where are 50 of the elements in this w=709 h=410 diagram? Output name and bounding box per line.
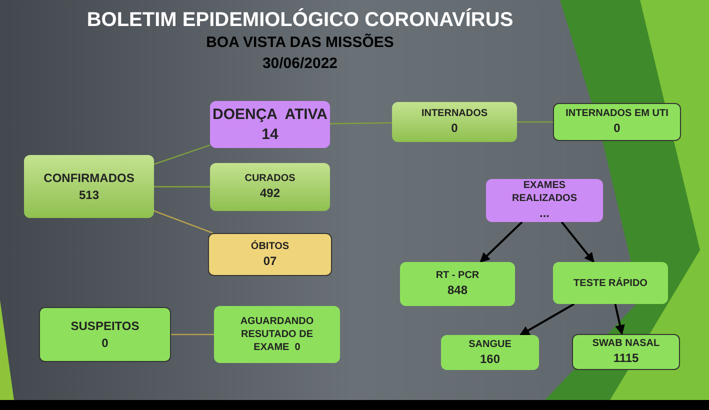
stat-value: 513: [78, 186, 100, 204]
stat-label: TESTE RÁPIDO: [574, 276, 648, 290]
connector-line: [154, 210, 213, 234]
stat-label: SWAB NASAL: [592, 337, 660, 350]
connector-line: [171, 334, 214, 336]
stat-box: [208, 233, 332, 276]
connector-line: [517, 121, 553, 123]
stat-label: INTERNADOS: [421, 107, 488, 120]
stat-box: [210, 163, 330, 211]
arrow: [560, 221, 594, 263]
stat-label: ÓBITOS: [250, 240, 290, 252]
stat-label: AGUARDANDO RESUTADO DE EXAME 0: [239, 315, 315, 354]
subtitle: BOA VISTA DAS MISSÕES: [205, 33, 395, 53]
stat-value: 848: [447, 282, 468, 299]
subtitle: 30/06/2022: [261, 54, 339, 74]
arrow: [480, 221, 523, 263]
stat-label: SUSPEITOS: [70, 318, 140, 334]
stat-box: [553, 262, 668, 304]
stat-label: SANGUE: [468, 338, 512, 350]
stat-value: 07: [263, 252, 277, 270]
stat-label: DOENÇA ATIVA: [212, 104, 328, 124]
stat-box: [400, 262, 515, 306]
stat-value: 1115: [613, 350, 639, 367]
stat-box: [214, 306, 340, 363]
connector-line: [154, 186, 210, 188]
stat-value: 492: [260, 185, 280, 202]
stat-label: CONFIRMADOS: [44, 170, 134, 186]
stat-value: 160: [480, 350, 500, 368]
stat-value: 0: [451, 120, 458, 137]
stat-box: [486, 179, 603, 222]
stat-box: [392, 102, 517, 142]
stat-label: INTERNADOS EM UTI: [566, 107, 668, 120]
title: BOLETIM EPIDEMIOLÓGICO CORONAVÍRUS: [86, 8, 514, 32]
stat-label: CURADOS: [244, 172, 296, 185]
arrow: [614, 304, 625, 335]
connector-line: [330, 122, 392, 124]
arrow: [519, 303, 575, 336]
connector-line: [154, 144, 210, 165]
stat-value: 14: [262, 124, 278, 144]
stat-box: [441, 335, 539, 370]
stat-value: 0: [614, 120, 620, 137]
stat-value: 0: [102, 334, 108, 352]
stat-box: [24, 155, 154, 218]
stat-value: ...: [539, 205, 550, 222]
stat-box: [553, 103, 681, 141]
stat-label: EXAMES REALIZADOS: [511, 179, 578, 205]
stat-box: [39, 307, 171, 362]
stat-label: RT - PCR: [436, 269, 480, 282]
stat-box: [210, 101, 330, 148]
stat-box: [572, 334, 680, 370]
